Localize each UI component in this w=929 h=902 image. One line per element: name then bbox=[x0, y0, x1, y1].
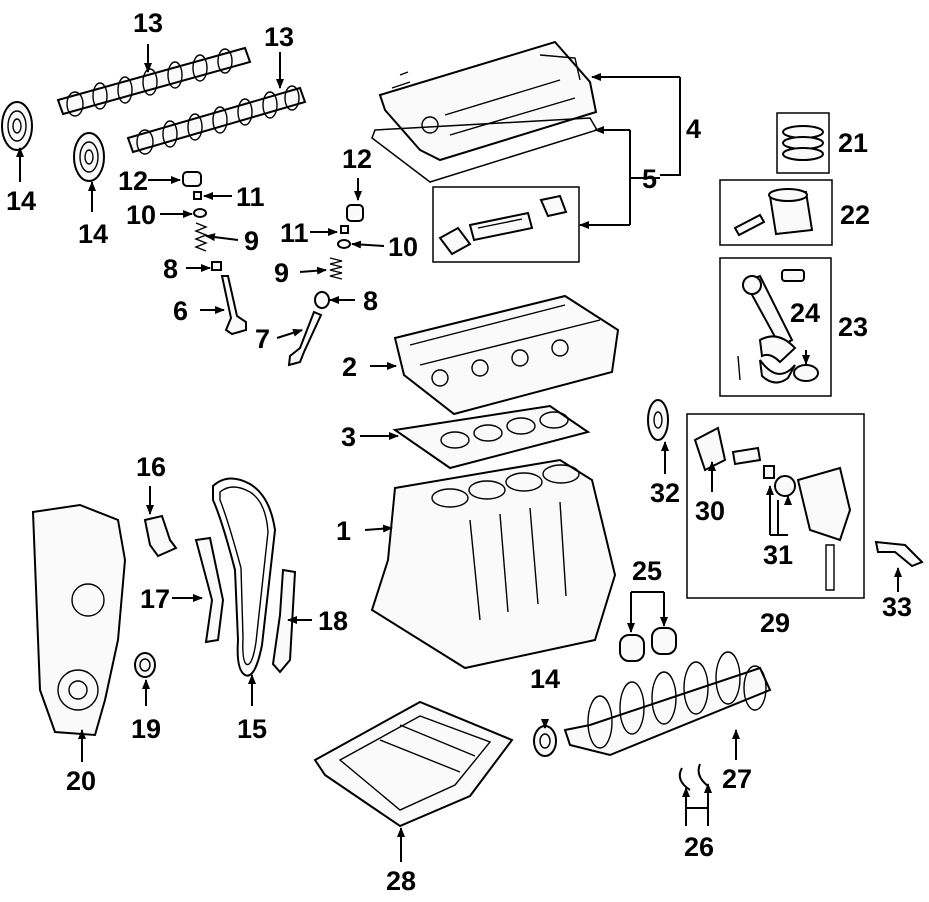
sensor bbox=[143, 514, 178, 558]
callout-6: 6 bbox=[173, 296, 188, 326]
seal bbox=[134, 652, 156, 678]
piston bbox=[719, 179, 833, 246]
valve-cover bbox=[371, 40, 599, 183]
cam-sprocket-right bbox=[73, 132, 105, 182]
camshaft-intake bbox=[56, 46, 252, 117]
chain-guide-right bbox=[271, 568, 297, 674]
valve-train-left bbox=[182, 171, 247, 336]
callout-8a: 8 bbox=[163, 254, 178, 284]
callout-14c: 14 bbox=[530, 664, 560, 694]
callout-13a: 13 bbox=[133, 8, 163, 38]
callout-26: 26 bbox=[684, 832, 714, 862]
callout-10a: 10 bbox=[126, 200, 156, 230]
chain-guide-left bbox=[194, 536, 225, 644]
callout-11a: 11 bbox=[236, 182, 265, 212]
callout-18: 18 bbox=[318, 606, 348, 636]
oil-pump-drive-gear bbox=[647, 399, 669, 441]
timing-chain bbox=[212, 477, 277, 677]
piston-rings bbox=[776, 112, 830, 174]
callout-28: 28 bbox=[386, 866, 416, 896]
callout-12a: 12 bbox=[118, 166, 148, 196]
callout-1: 1 bbox=[336, 516, 351, 546]
callout-20: 20 bbox=[66, 766, 96, 796]
oil-pan bbox=[313, 700, 514, 828]
callout-12b: 12 bbox=[342, 144, 372, 174]
callout-8b: 8 bbox=[363, 286, 378, 316]
callout-3: 3 bbox=[341, 422, 356, 452]
connecting-rod bbox=[719, 257, 832, 397]
callout-19: 19 bbox=[131, 714, 161, 744]
callout-16: 16 bbox=[136, 452, 166, 482]
callout-17: 17 bbox=[140, 584, 170, 614]
callout-14a: 14 bbox=[6, 186, 36, 216]
callout-14b: 14 bbox=[78, 219, 108, 249]
callout-21: 21 bbox=[838, 128, 868, 158]
callout-10b: 10 bbox=[388, 232, 418, 262]
callout-9b: 9 bbox=[274, 258, 289, 288]
callout-33: 33 bbox=[882, 592, 912, 622]
callout-30: 30 bbox=[695, 496, 725, 526]
main-bearings bbox=[619, 627, 677, 662]
callout-24: 24 bbox=[790, 298, 820, 328]
callout-23: 23 bbox=[838, 312, 868, 342]
callout-4: 4 bbox=[686, 114, 701, 144]
callout-25: 25 bbox=[632, 556, 662, 586]
cam-sprocket-left bbox=[1, 101, 33, 151]
crankshaft bbox=[563, 651, 772, 757]
engine-block bbox=[370, 458, 617, 670]
callout-27: 27 bbox=[722, 764, 752, 794]
crank-sprocket bbox=[533, 725, 557, 757]
callout-11b: 11 bbox=[280, 218, 309, 248]
callout-labels: 13 13 14 14 12 11 10 9 8 6 7 12 11 10 9 … bbox=[6, 8, 912, 896]
oil-pump bbox=[686, 413, 865, 599]
gasket-kit bbox=[432, 186, 580, 263]
callout-2: 2 bbox=[342, 352, 357, 382]
head-gasket bbox=[392, 404, 591, 470]
callout-9a: 9 bbox=[244, 226, 259, 256]
callout-22: 22 bbox=[840, 200, 870, 230]
cylinder-head bbox=[393, 294, 620, 416]
camshaft-exhaust bbox=[126, 85, 307, 155]
thrust-washers bbox=[678, 763, 709, 791]
callout-15: 15 bbox=[237, 714, 267, 744]
callout-32: 32 bbox=[650, 478, 680, 508]
callout-31: 31 bbox=[763, 540, 793, 570]
valve-train-right bbox=[287, 204, 364, 367]
callout-29: 29 bbox=[760, 608, 790, 638]
timing-cover bbox=[31, 503, 127, 737]
callout-5: 5 bbox=[642, 164, 657, 194]
callout-7: 7 bbox=[255, 324, 270, 354]
bracket bbox=[874, 540, 924, 568]
callout-13b: 13 bbox=[264, 22, 294, 52]
leader-lines bbox=[16, 44, 902, 862]
